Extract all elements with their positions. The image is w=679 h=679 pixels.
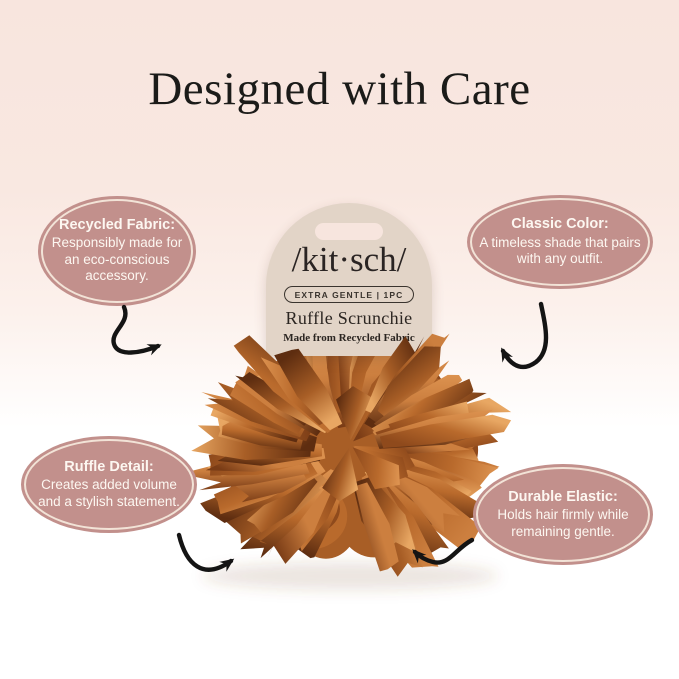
callout-body: A timeless shade that pairs with any out… (479, 234, 641, 267)
product-name: Ruffle Scrunchie (285, 308, 413, 328)
callout-bubble-classic-color: Classic Color: A timeless shade that pai… (467, 195, 653, 289)
brand-logo: /kit·sch/ (291, 240, 407, 279)
callout-heading: Durable Elastic: (508, 488, 618, 505)
callout-body: Responsibly made for an eco-conscious ac… (51, 235, 183, 284)
callout-heading: Ruffle Detail: (64, 458, 154, 475)
extra-gentle-badge: EXTRA GENTLE | 1PC (283, 286, 415, 303)
curved-arrow-icon-top-left (111, 304, 162, 356)
callout-body: Creates added volume and a stylish state… (38, 477, 180, 509)
callout-bubble-recycled-fabric: Recycled Fabric: Responsibly made for an… (38, 196, 196, 306)
callout-bubble-durable-elastic: Durable Elastic: Holds hair firmly while… (473, 464, 653, 565)
product-tagline: Made from Recycled Fabric (283, 332, 415, 344)
callout-bubble-ruffle-detail: Ruffle Detail: Creates added volume and … (21, 436, 197, 533)
product-card: /kit·sch/ EXTRA GENTLE | 1PC Ruffle Scru… (266, 203, 432, 356)
callout-body: Holds hair firmly while remaining gentle… (497, 507, 629, 539)
hang-hole (315, 223, 383, 240)
scrunchie-image-front (201, 333, 512, 449)
callout-heading: Recycled Fabric: (58, 217, 176, 234)
callout-heading: Classic Color: (511, 216, 609, 233)
page-title: Designed with Care (148, 63, 531, 115)
